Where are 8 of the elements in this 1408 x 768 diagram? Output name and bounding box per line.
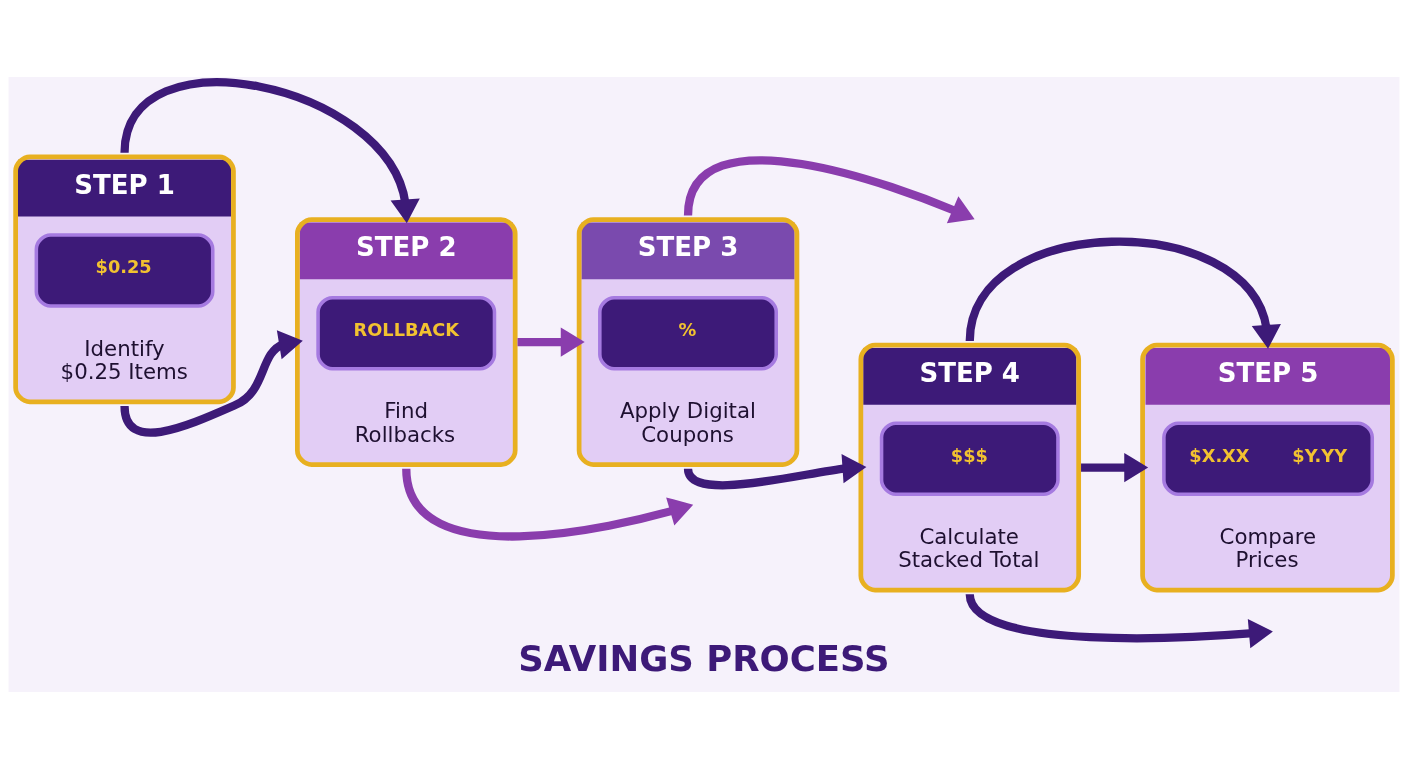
arrow xyxy=(402,467,694,541)
arrow xyxy=(683,156,975,223)
arrow xyxy=(120,77,420,223)
diagram-title: SAVINGS PROCESS xyxy=(518,637,890,679)
arrow xyxy=(1081,452,1149,482)
arrow xyxy=(965,592,1273,648)
arrow xyxy=(517,326,585,357)
arrow xyxy=(965,237,1281,349)
